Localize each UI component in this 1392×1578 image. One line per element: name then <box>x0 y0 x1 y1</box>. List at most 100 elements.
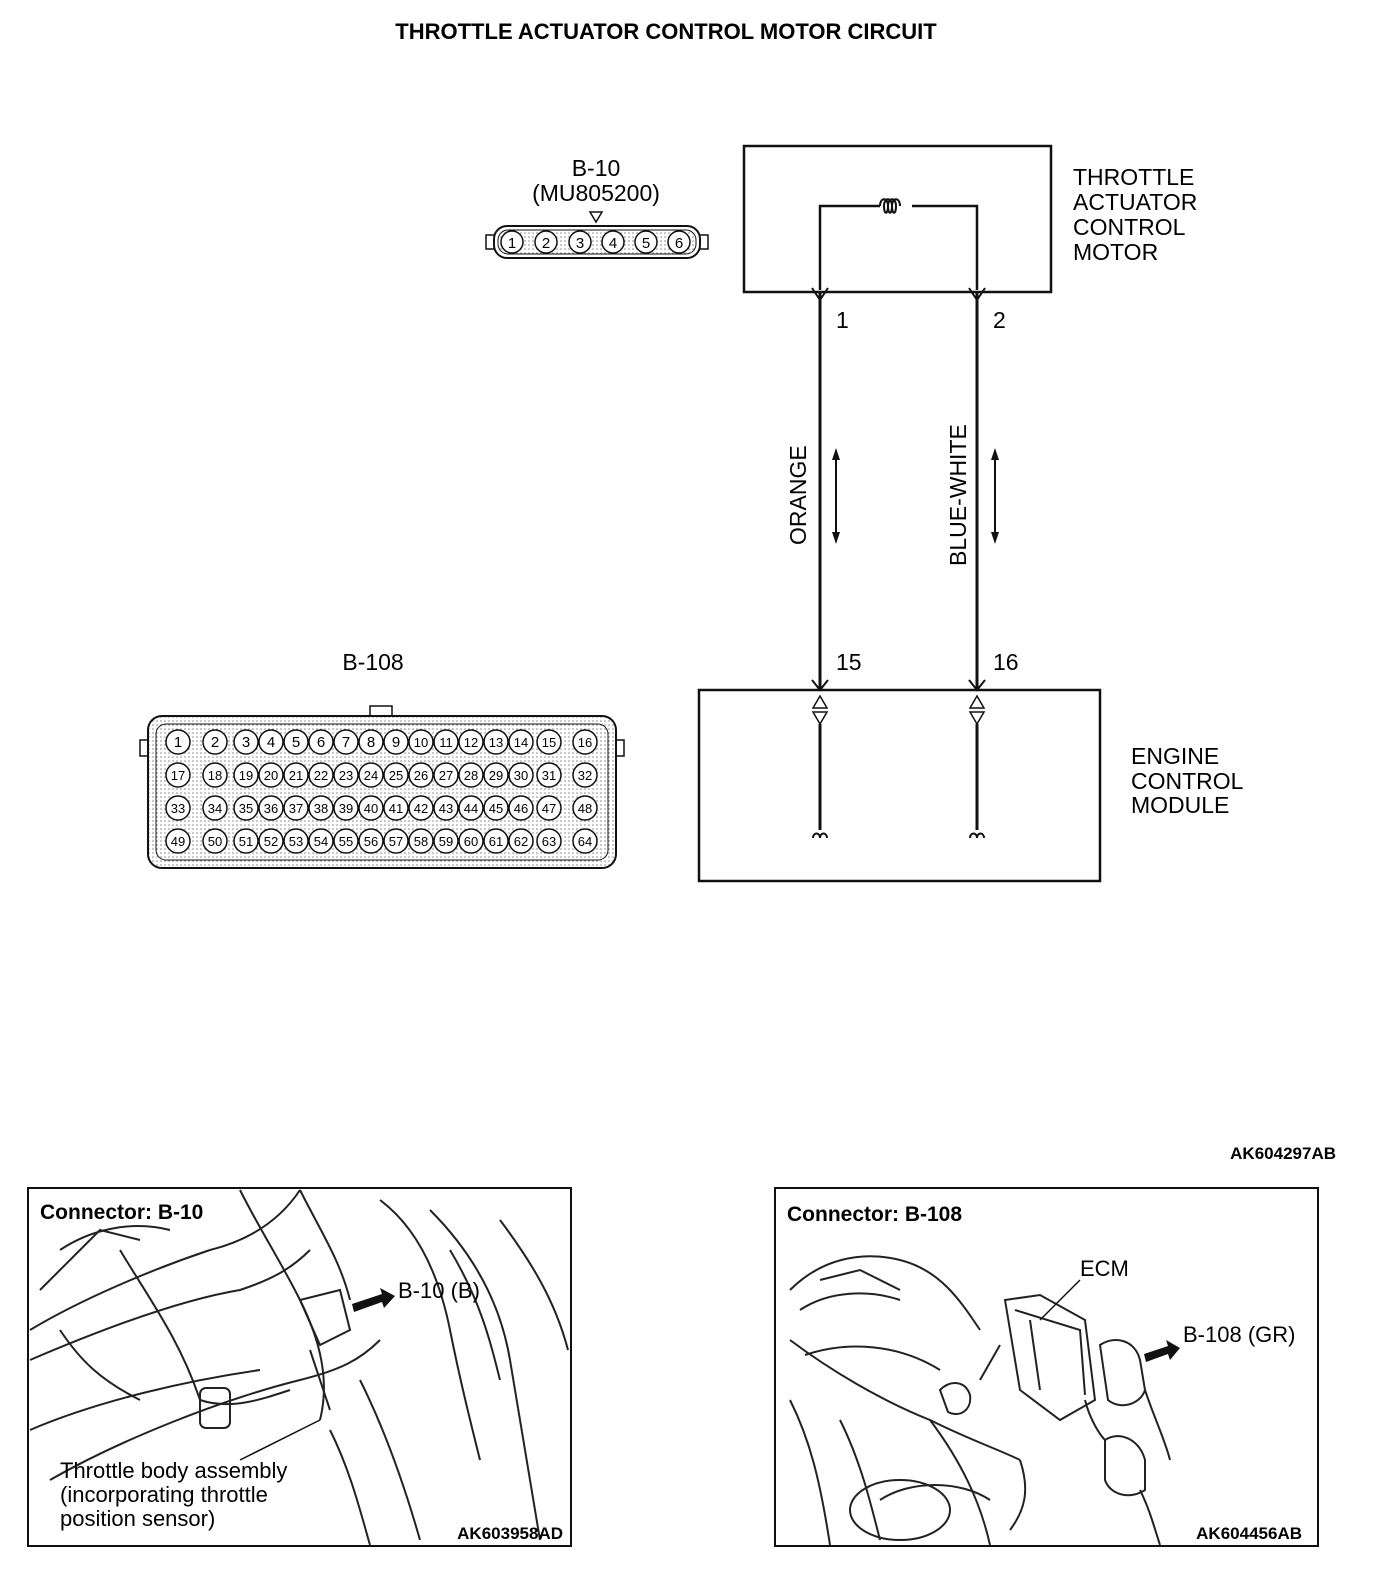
b108-pin-circle <box>458 729 484 755</box>
b108-pin: 60 <box>464 834 478 849</box>
b10-pin-circle <box>568 230 592 254</box>
b108-pin: 15 <box>542 735 556 750</box>
b108-pin-circle <box>536 828 562 854</box>
b108-pin: 13 <box>489 735 503 750</box>
wire-orange-pin-top: 1 <box>836 307 849 333</box>
b108-pin-circle <box>202 795 228 821</box>
b108-pin-circle <box>508 762 534 788</box>
b108-pin: 25 <box>389 768 403 783</box>
ecm-terminal-icon <box>811 694 829 709</box>
b108-pin-circle <box>202 762 228 788</box>
photo-right-b108: Connector: B-108 ECM B-108 (GR) AK604456… <box>774 1187 1319 1547</box>
b108-pin: 6 <box>317 734 325 751</box>
b108-pin-circle <box>433 729 459 755</box>
b108-pin: 51 <box>239 834 253 849</box>
figure-code: AK604297AB <box>1230 1144 1336 1163</box>
b108-pin-circle <box>458 795 484 821</box>
b108-pin: 58 <box>414 834 428 849</box>
b108-pin: 19 <box>239 768 253 783</box>
b108-pin: 16 <box>578 735 592 750</box>
b108-pin-circle <box>283 828 309 854</box>
b108-pin: 3 <box>242 734 250 751</box>
b108-pin-circle <box>536 762 562 788</box>
wire-blue-white: 2 16 BLUE-WHITE <box>945 287 1019 690</box>
b10-pin: 5 <box>642 235 650 252</box>
b108-pin: 57 <box>389 834 403 849</box>
photo-left-title: Connector: B-10 <box>40 1201 203 1224</box>
b108-pin: 5 <box>292 734 300 751</box>
b10-pin-circle <box>667 230 691 254</box>
motor-label-1: THROTTLE <box>1073 164 1194 190</box>
b108-pin-circle <box>308 795 334 821</box>
photo-left-b10: Connector: B-10 B-10 (B) Throttle body a… <box>27 1187 572 1547</box>
b10-pin-circle <box>534 230 558 254</box>
b108-pin: 39 <box>339 801 353 816</box>
b108-pin: 45 <box>489 801 503 816</box>
b108-pin: 36 <box>264 801 278 816</box>
throttle-motor-box: THROTTLE ACTUATOR CONTROL MOTOR <box>742 144 1197 294</box>
b10-pin-circle <box>634 230 658 254</box>
wire-orange: 1 15 ORANGE <box>785 287 862 690</box>
b108-pin: 32 <box>578 768 592 783</box>
b108-pin-circle <box>572 729 598 755</box>
b108-pin-circle <box>283 762 309 788</box>
b108-pin: 22 <box>314 768 328 783</box>
b108-pin: 54 <box>314 834 328 849</box>
b108-pin-circle <box>572 795 598 821</box>
b108-pin: 48 <box>578 801 592 816</box>
b10-pin: 1 <box>508 235 516 252</box>
b108-pin-circle <box>308 828 334 854</box>
connector-b10-key-icon <box>588 211 604 224</box>
b108-pin-circle <box>358 729 384 755</box>
b108-pin-circle <box>333 795 359 821</box>
b108-pin: 8 <box>367 734 375 751</box>
b108-pin-circle <box>233 729 259 755</box>
motor-label-4: MOTOR <box>1073 239 1158 265</box>
b108-pin: 20 <box>264 768 278 783</box>
b108-pin: 61 <box>489 834 503 849</box>
b10-pin: 4 <box>609 235 617 252</box>
b108-pin-circle <box>458 762 484 788</box>
b108-pin: 14 <box>514 735 528 750</box>
b10-pin: 2 <box>542 235 550 252</box>
b108-pin: 10 <box>414 735 428 750</box>
b108-pin-circle <box>283 795 309 821</box>
b108-pin: 55 <box>339 834 353 849</box>
b10-pin: 6 <box>675 235 683 252</box>
b108-pin: 52 <box>264 834 278 849</box>
b108-pin: 47 <box>542 801 556 816</box>
b108-pin-circle <box>258 762 284 788</box>
b108-pin-circle <box>433 795 459 821</box>
b108-pin: 9 <box>392 734 400 751</box>
b108-pin-circle <box>483 828 509 854</box>
b108-pin: 42 <box>414 801 428 816</box>
motor-label-3: CONTROL <box>1073 214 1186 240</box>
callout-arrow-icon <box>352 1288 395 1312</box>
b108-pin: 21 <box>289 768 303 783</box>
b108-pin: 37 <box>289 801 303 816</box>
b108-pin-circle <box>258 729 284 755</box>
page-title: THROTTLE ACTUATOR CONTROL MOTOR CIRCUIT <box>395 19 937 44</box>
b108-pin-circle <box>572 762 598 788</box>
b108-pin-circle <box>333 729 359 755</box>
b108-pin-circle <box>358 828 384 854</box>
wire-orange-color: ORANGE <box>785 445 811 545</box>
b108-pin: 23 <box>339 768 353 783</box>
b108-pin-circle <box>433 828 459 854</box>
b108-pin-circle <box>283 729 309 755</box>
b108-pin: 18 <box>208 768 222 783</box>
b108-pin: 12 <box>464 735 478 750</box>
ecm-label-3: MODULE <box>1131 792 1229 818</box>
b108-pin-circle <box>433 762 459 788</box>
b108-pin: 1 <box>174 734 182 751</box>
photo-left-callout: B-10 (B) <box>398 1278 480 1303</box>
b108-pin: 38 <box>314 801 328 816</box>
wire-orange-pin-bottom: 15 <box>836 649 862 675</box>
b108-pin: 63 <box>542 834 556 849</box>
wire-bluewhite-pin-bottom: 16 <box>993 649 1019 675</box>
b108-pin: 64 <box>578 834 592 849</box>
b108-pin: 28 <box>464 768 478 783</box>
vehicle-illustration <box>789 1255 1171 1546</box>
b108-pin-circle <box>165 762 191 788</box>
